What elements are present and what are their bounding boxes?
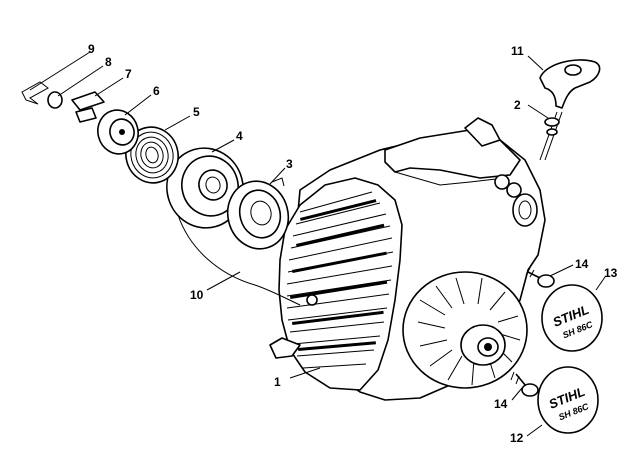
spring-clip-part-9 <box>21 81 49 105</box>
rewind-spring-part-5 <box>125 126 179 184</box>
leader-lines <box>29 51 606 437</box>
callout-7: 7 <box>125 67 132 81</box>
callout-6: 6 <box>153 84 160 98</box>
screw-part-14-bottom <box>510 371 539 397</box>
spring-housing-part-3 <box>226 177 290 250</box>
starter-rope-part-10 <box>177 214 301 306</box>
callouts: 1 2 3 4 5 6 7 8 9 10 11 12 13 14 14 <box>88 42 618 445</box>
screw-part-14-top <box>525 267 555 288</box>
callout-13: 13 <box>604 266 618 280</box>
callout-14b: 14 <box>494 397 508 411</box>
callout-10: 10 <box>190 288 204 302</box>
callout-1: 1 <box>274 375 281 389</box>
callout-9: 9 <box>88 42 95 56</box>
rope-rotor-part-4 <box>166 147 244 229</box>
callout-8: 8 <box>105 55 112 69</box>
pawl-carrier-part-6 <box>97 109 139 155</box>
callout-3: 3 <box>286 157 293 171</box>
badge-part-12: STIHL SH 86C <box>537 366 599 434</box>
housing-part-1 <box>269 117 546 401</box>
callout-14a: 14 <box>575 257 589 271</box>
badge-part-13: STIHL SH 86C <box>541 284 603 352</box>
starter-grip-part-11 <box>539 59 601 109</box>
callout-12: 12 <box>510 431 524 445</box>
pawls-part-7 <box>71 91 105 123</box>
callout-4: 4 <box>236 129 243 143</box>
callout-2: 2 <box>514 98 521 112</box>
callout-11: 11 <box>511 44 524 58</box>
rope-guide-part-2 <box>539 111 563 161</box>
callout-5: 5 <box>193 105 200 119</box>
